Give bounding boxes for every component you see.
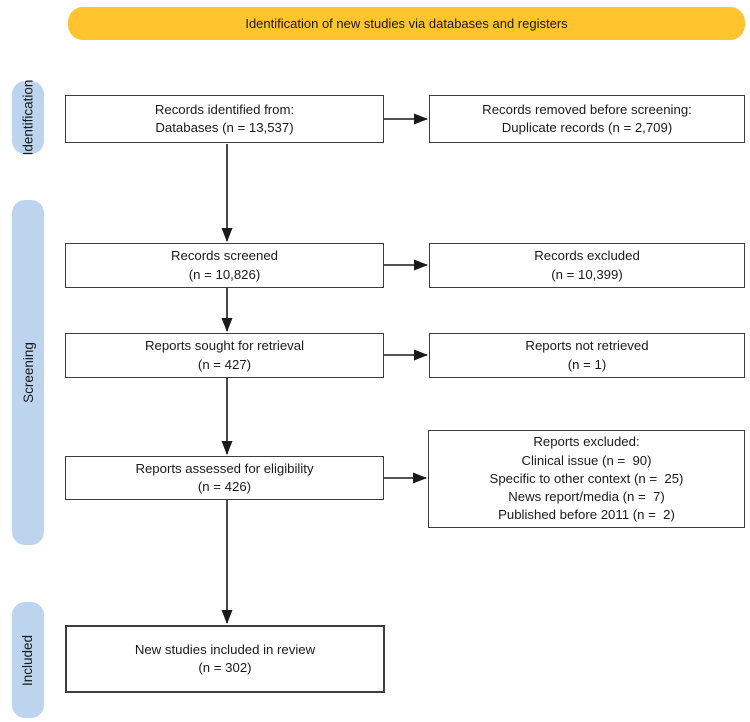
box-records-excluded-text: Records excluded (n = 10,399) xyxy=(534,248,640,282)
box-records-identified-text: Records identified from: Databases (n = … xyxy=(154,101,295,135)
box-new-studies-included-text: New studies included in review (n = 302) xyxy=(134,641,316,675)
box-records-identified: Records identified from: Databases (n = … xyxy=(65,95,384,143)
box-records-removed-text: Records removed before screening: Duplic… xyxy=(482,101,692,135)
stage-label-included: Included xyxy=(12,602,44,718)
header-banner: Identification of new studies via databa… xyxy=(68,7,745,40)
box-reports-assessed: Reports assessed for eligibility (n = 42… xyxy=(65,456,384,500)
box-reports-sought-text: Reports sought for retrieval (n = 427) xyxy=(144,338,305,372)
box-records-screened-text: Records screened (n = 10,826) xyxy=(170,248,279,282)
box-reports-excluded: Reports excluded: Clinical issue (n = 90… xyxy=(428,430,745,528)
box-records-removed: Records removed before screening: Duplic… xyxy=(429,95,745,143)
stage-label-screening: Screening xyxy=(12,200,44,545)
box-reports-assessed-text: Reports assessed for eligibility (n = 42… xyxy=(135,460,314,494)
box-reports-sought: Reports sought for retrieval (n = 427) xyxy=(65,333,384,378)
box-new-studies-included: New studies included in review (n = 302) xyxy=(65,625,385,693)
box-reports-not-retrieved: Reports not retrieved (n = 1) xyxy=(429,333,745,378)
box-reports-excluded-text: Reports excluded: Clinical issue (n = 90… xyxy=(489,434,684,523)
header-banner-label: Identification of new studies via databa… xyxy=(245,16,568,31)
stage-identification-text: Identification xyxy=(20,79,36,156)
stage-screening-text: Screening xyxy=(20,342,36,403)
box-records-screened: Records screened (n = 10,826) xyxy=(65,243,384,288)
stage-label-identification: Identification xyxy=(12,79,44,156)
box-reports-not-retrieved-text: Reports not retrieved (n = 1) xyxy=(525,338,649,372)
stage-included-text: Included xyxy=(20,634,36,686)
box-records-excluded: Records excluded (n = 10,399) xyxy=(429,243,745,288)
